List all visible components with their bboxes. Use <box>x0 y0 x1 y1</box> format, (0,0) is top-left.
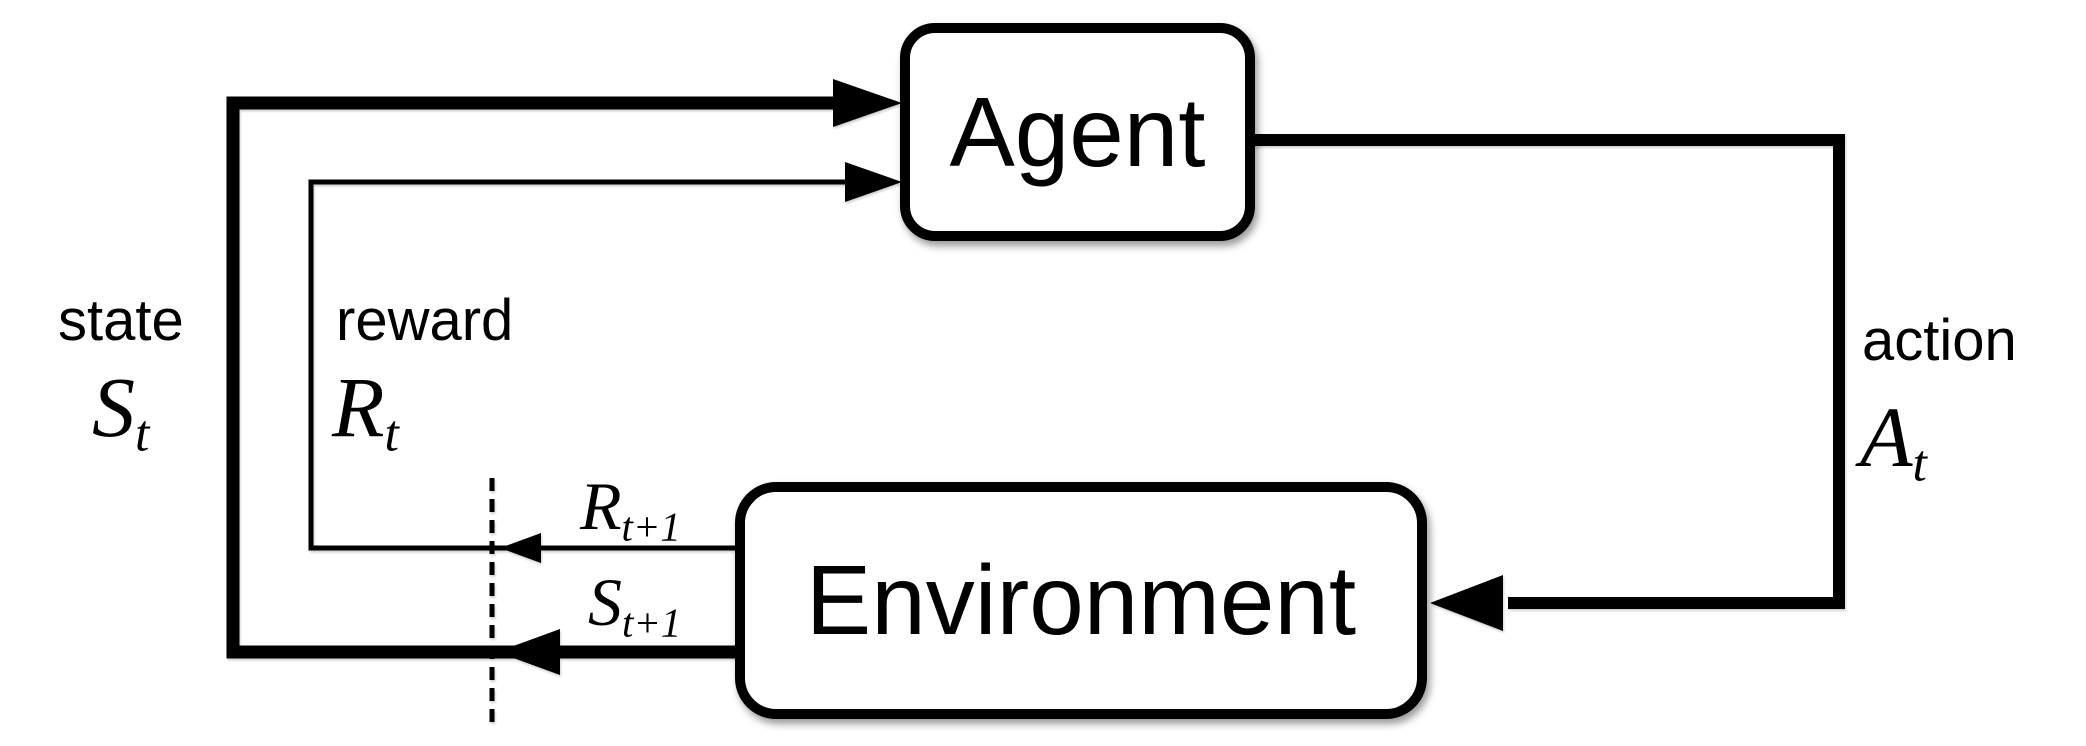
next-reward-symbol: R <box>580 468 622 544</box>
reward-symbol: R <box>332 359 385 455</box>
next-reward-symbol-subscript: t+1 <box>621 504 681 550</box>
reward-arrowhead-into-agent <box>845 162 902 202</box>
next-reward-symbol-label: Rt+1 <box>580 472 681 548</box>
action-symbol-subscript: t <box>1912 435 1927 493</box>
state-arrowhead-into-agent <box>833 79 902 127</box>
state-arrowhead-at-boundary <box>497 629 560 675</box>
state-symbol: S <box>92 359 135 455</box>
agent-box <box>900 23 1255 241</box>
state-symbol-subscript: t <box>135 405 150 463</box>
state-line <box>226 96 845 659</box>
next-state-symbol: S <box>588 564 622 640</box>
reward-arrowhead-at-boundary <box>500 533 541 563</box>
action-symbol-label: At <box>1860 394 1927 490</box>
reward-symbol-subscript: t <box>384 405 399 463</box>
next-state-symbol-label: St+1 <box>588 568 681 644</box>
state-word-label: state <box>58 288 184 353</box>
action-word-label: action <box>1862 308 2017 373</box>
diagram-boxes <box>735 23 1427 719</box>
action-symbol: A <box>1860 389 1913 485</box>
environment-box <box>735 482 1427 719</box>
state-symbol-label: St <box>92 364 149 460</box>
action-line <box>1253 134 1845 609</box>
diagram-lines <box>226 79 1845 723</box>
action-arrowhead-into-environment <box>1430 575 1503 631</box>
next-state-symbol-subscript: t+1 <box>622 600 682 646</box>
reward-word-label: reward <box>336 288 514 353</box>
reward-symbol-label: Rt <box>332 364 399 460</box>
